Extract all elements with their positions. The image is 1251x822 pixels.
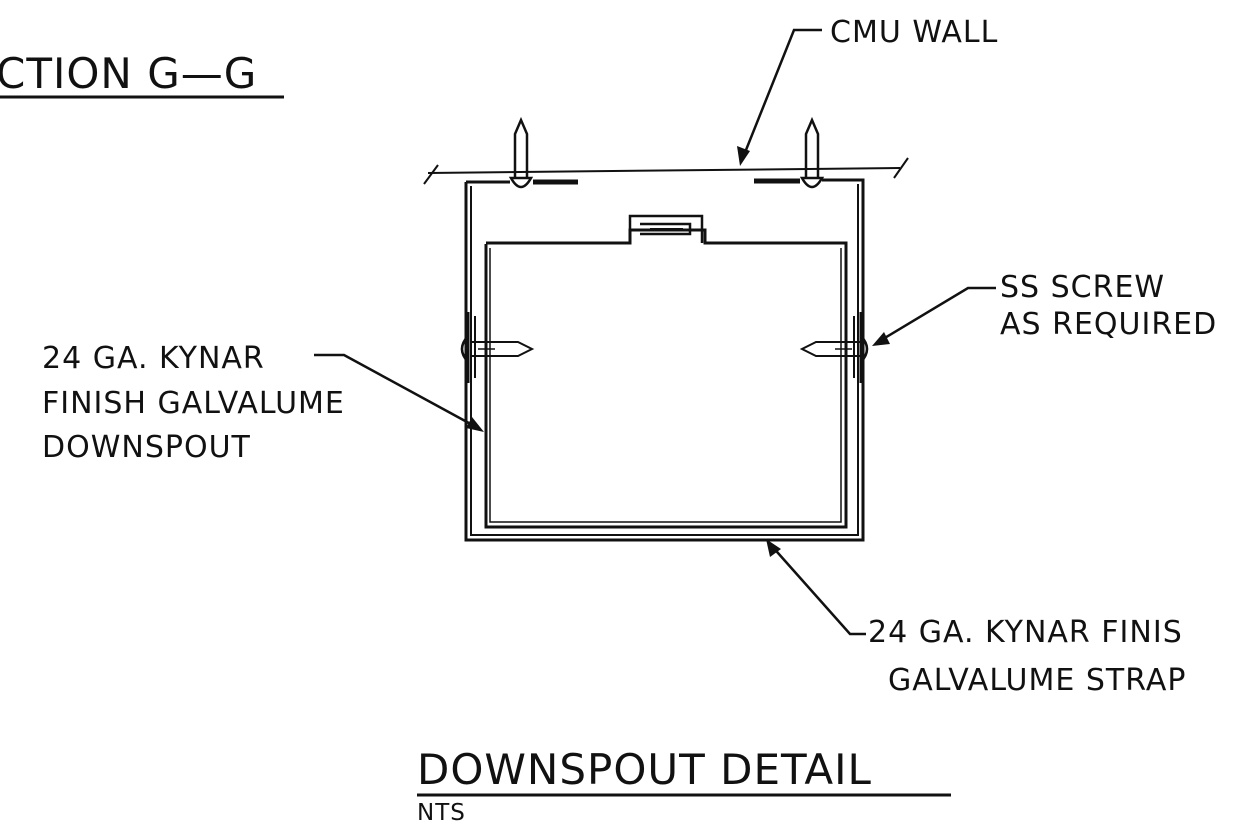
cmu-wall-label: CMU WALL bbox=[830, 15, 998, 50]
downspout-leader bbox=[314, 353, 479, 430]
wall-anchor-right bbox=[799, 116, 825, 189]
ss-screw-right bbox=[799, 312, 869, 383]
downspout-arrowhead bbox=[466, 417, 484, 432]
wall-face-line bbox=[427, 167, 901, 174]
cmu-wall-leader bbox=[740, 28, 822, 161]
detail-title: DOWNSPOUT DETAIL bbox=[417, 745, 872, 794]
downspout-label-line1: 24 GA. KYNAR bbox=[42, 341, 265, 376]
wall-break-left bbox=[423, 164, 439, 185]
scale-note: NTS bbox=[417, 800, 466, 822]
downspout-label-line2: FINISH GALVALUME bbox=[42, 386, 345, 421]
downspout-label-line3: DOWNSPOUT bbox=[42, 430, 251, 465]
section-title: CTION G—G bbox=[0, 49, 257, 98]
ss-screw-label-line1: SS SCREW bbox=[1000, 270, 1165, 305]
downspout-seam bbox=[628, 214, 704, 243]
wall-break-right bbox=[893, 157, 909, 179]
ss-screw-leader bbox=[877, 286, 996, 344]
ss-screw-arrowhead bbox=[872, 332, 890, 346]
strap-leader bbox=[769, 543, 866, 636]
strap-arrowhead bbox=[766, 539, 781, 557]
strap-label-line1: 24 GA. KYNAR FINIS bbox=[868, 615, 1183, 650]
downspout-body bbox=[484, 228, 848, 529]
ss-screw-label-line2: AS REQUIRED bbox=[1000, 307, 1217, 342]
strap-label-line2: GALVALUME STRAP bbox=[888, 663, 1186, 698]
ss-screw-left bbox=[460, 312, 535, 383]
wall-anchor-left bbox=[508, 116, 534, 189]
cmu-wall-arrowhead bbox=[737, 146, 750, 166]
